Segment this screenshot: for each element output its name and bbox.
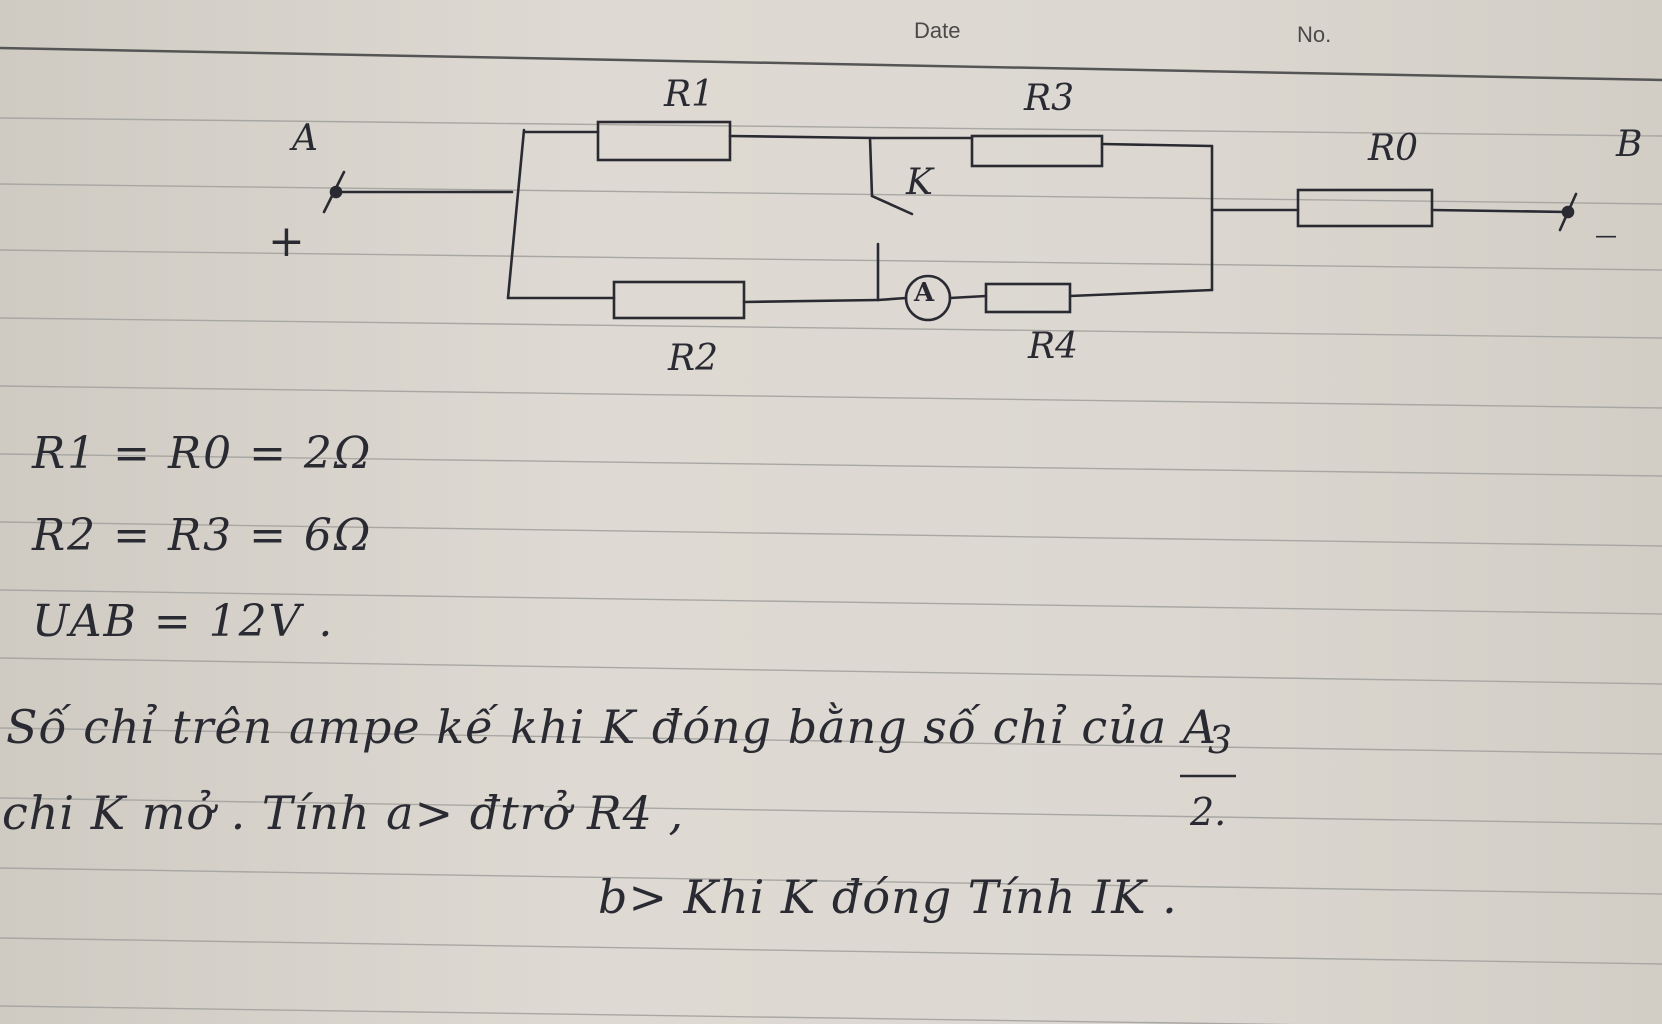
fraction-denominator: 2. [1190, 790, 1227, 834]
wire-k-ammeter [876, 296, 908, 302]
r3-label: R3 [1024, 78, 1075, 119]
wire-left-junction [506, 128, 526, 300]
resistor-r4 [984, 282, 1072, 314]
date-label: Date [914, 18, 961, 43]
terminal-a-tick [322, 170, 346, 214]
wire-r1-k [728, 134, 876, 140]
r2-label: R2 [668, 338, 719, 379]
resistor-r0 [1296, 188, 1434, 228]
switch-k-label: K [906, 162, 933, 203]
r4-label: R4 [1028, 326, 1079, 367]
fraction-numerator: 3 [1208, 718, 1233, 762]
fraction-bar [1180, 774, 1236, 778]
r0-label: R0 [1368, 128, 1419, 169]
problem-line-1: Số chỉ trên ampe kế khi K đóng bằng số c… [6, 700, 1218, 754]
wire-r2-k [742, 298, 880, 304]
terminal-b-label: B [1616, 124, 1643, 165]
wire-r4-right [1068, 288, 1214, 298]
resistor-r1 [596, 120, 732, 162]
resistor-r3 [970, 134, 1104, 168]
given-line-1: R1 = R0 = 2Ω [32, 428, 373, 479]
given-line-2: R2 = R3 = 6Ω [32, 510, 373, 561]
problem-line-2: chi K mở . Tính a> đtrở R4 , [2, 786, 685, 840]
resistor-r2 [612, 280, 746, 320]
minus-sign: _ [1596, 192, 1616, 238]
r1-label: R1 [664, 74, 715, 115]
terminal-a-label: A [292, 118, 318, 159]
switch-k [868, 136, 914, 216]
terminal-b-tick [1558, 192, 1578, 232]
problem-line-3: b> Khi K đóng Tính IK . [598, 870, 1178, 924]
wire-ammeter-r4 [948, 294, 988, 300]
plus-sign: + [268, 216, 305, 267]
number-label: No. [1297, 22, 1332, 47]
wire-r3-right [1100, 142, 1214, 148]
wire-r0-b [1430, 208, 1570, 214]
ammeter-label: A [914, 278, 935, 308]
given-line-3: UAB = 12V . [32, 596, 335, 647]
